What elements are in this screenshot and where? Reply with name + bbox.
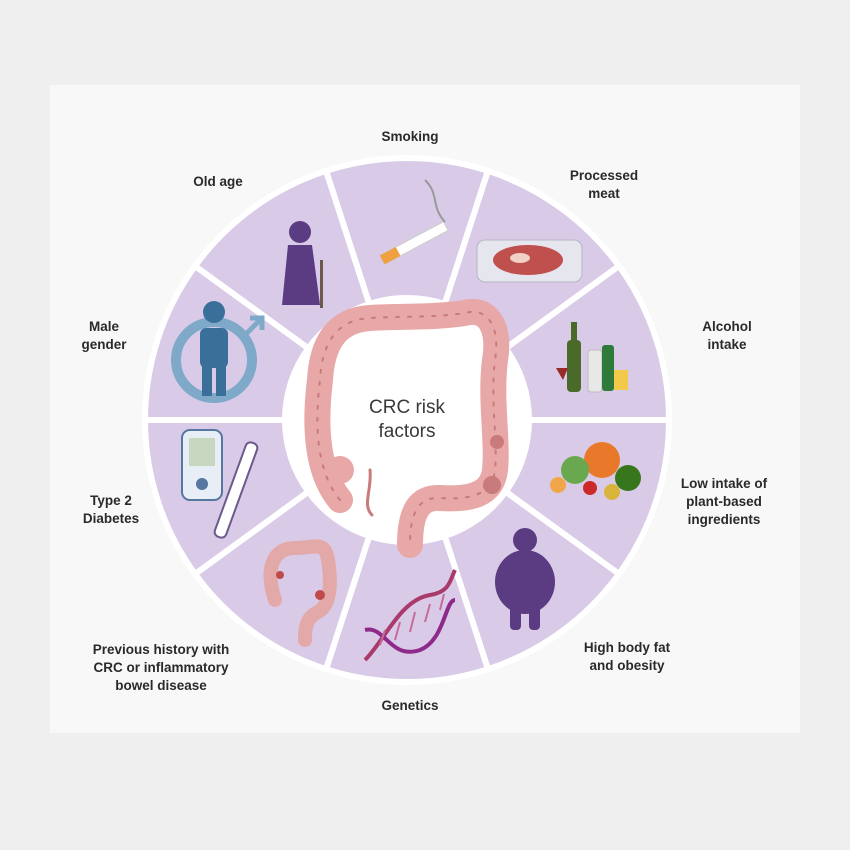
bottles-icon (556, 322, 628, 393)
glucose-meter-icon (181, 429, 259, 539)
label-alcohol: Alcohol intake (702, 319, 752, 352)
label-plant-intake: Low intake of plant-based ingredients (680, 476, 768, 527)
segment-icons (171, 179, 641, 662)
center-title: CRC risk factors (369, 397, 445, 442)
obese-person-icon (495, 528, 555, 630)
colon-illustration (304, 298, 510, 558)
label-genetics: Genetics (381, 698, 439, 713)
label-obesity: High body fat and obesity (583, 640, 671, 673)
label-male-gender: Male gender (81, 319, 127, 352)
elderly-person-icon (282, 221, 323, 308)
meat-tray-icon (476, 239, 583, 283)
inflamed-colon-icon (263, 539, 337, 647)
cigarette-icon (379, 179, 449, 265)
label-old-age: Old age (193, 174, 243, 189)
vegetables-icon (550, 442, 641, 500)
label-smoking: Smoking (381, 129, 439, 144)
male-person-icon (171, 301, 265, 403)
dna-icon (363, 569, 457, 662)
label-diabetes: Type 2 Diabetes (82, 493, 140, 526)
label-previous-history: Previous history with CRC or inflammator… (92, 642, 230, 693)
label-processed-meat: Processed meat (569, 168, 639, 201)
